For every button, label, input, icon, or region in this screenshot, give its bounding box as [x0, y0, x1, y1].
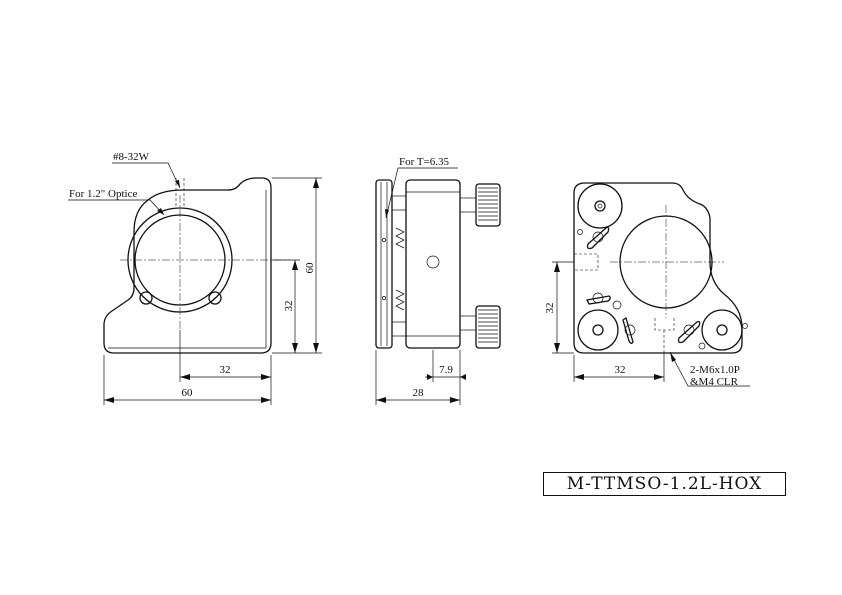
back-callout-mount-leader — [669, 351, 750, 387]
front-dim-height-center: 32 — [283, 301, 295, 312]
front-dim-60v-arrow-bottom — [313, 343, 319, 353]
back-dim-32h-arrow-right — [654, 374, 664, 380]
front-callout-optic-leader — [68, 199, 165, 216]
back-lever-middle — [586, 292, 611, 305]
side-callout-thickness: For T=6.35 — [399, 156, 450, 168]
back-hole-b — [612, 300, 622, 310]
back-dim-32h-arrow-left — [574, 374, 584, 380]
back-plate-outline — [573, 182, 743, 354]
side-front-plate-hole-bottom — [382, 296, 386, 300]
back-knob-top-left — [577, 183, 623, 229]
front-callout-thread-arrow — [175, 180, 180, 188]
front-dim-32h-arrow-left — [180, 374, 190, 380]
back-callout-mount-line1: 2-M6x1.0P — [690, 364, 740, 376]
front-callout-thread-leader — [112, 162, 181, 189]
back-callout-mount-line2: &M4 CLR — [690, 376, 739, 388]
back-view: 32 32 2-M6x1.0P &M4 CLR — [544, 182, 750, 388]
front-view: #8-32W For 1.2" Optice 60 32 32 60 — [68, 151, 322, 405]
front-dim-height-total: 60 — [304, 262, 316, 274]
front-dim-60h-arrow-right — [261, 397, 271, 403]
side-knob-top-knurl — [478, 187, 498, 221]
front-plate-outline — [103, 177, 272, 354]
back-knob-top-left-screw — [597, 203, 603, 209]
front-dim-32h-arrow-right — [261, 374, 271, 380]
side-spacer-bottom — [391, 321, 407, 337]
front-plate-inner-edge — [108, 190, 267, 349]
back-knob-bottom-right — [701, 309, 743, 351]
back-knob-bottom-right-hub — [716, 324, 728, 336]
front-callout-optic-arrow — [157, 208, 164, 215]
side-spring-bottom — [395, 289, 405, 311]
side-dim-79-arrow-right — [460, 374, 466, 380]
back-knob-bottom-left — [577, 309, 619, 351]
side-rear-plate-tap — [426, 255, 440, 269]
side-knob-bottom — [475, 305, 501, 349]
front-callout-thread: #8-32W — [113, 151, 150, 163]
side-dim-28-arrow-left — [376, 397, 386, 403]
side-spring-top — [395, 227, 405, 249]
front-callout-optic: For 1.2" Optice — [69, 188, 137, 200]
front-dim-width-total: 60 — [182, 387, 194, 399]
side-callout-thickness-leader — [385, 167, 458, 219]
front-dim-32v-arrow-bottom — [292, 343, 298, 353]
side-dim-knob-offset: 7.9 — [439, 364, 453, 376]
side-knob-bottom-shaft — [459, 315, 477, 331]
back-dim-height-center: 32 — [544, 303, 556, 314]
side-callout-thickness-arrow — [385, 209, 389, 218]
side-dim-depth: 28 — [413, 387, 425, 399]
side-dim-28-arrow-right — [450, 397, 460, 403]
front-dim-32v-arrow-top — [292, 260, 298, 270]
back-knob-bottom-left-hub — [592, 324, 604, 336]
part-number: M-TTMSO-1.2L-HOX — [566, 474, 763, 494]
side-rear-plate — [405, 179, 461, 349]
back-hole-d — [698, 342, 706, 350]
side-view: For T=6.35 7.9 28 — [375, 156, 501, 405]
front-dim-width-center: 32 — [220, 364, 231, 376]
back-hole-c — [742, 323, 748, 329]
front-dim-60h-arrow-left — [104, 397, 114, 403]
back-hidden-hole-left — [574, 253, 599, 271]
side-knob-bottom-knurl — [478, 309, 498, 343]
back-lever-right — [677, 320, 701, 344]
side-front-plate-hole-top — [382, 238, 386, 242]
back-lever-upper — [586, 226, 610, 250]
back-knob-top-left-hub — [594, 200, 606, 212]
back-dim-width-center: 32 — [615, 364, 626, 376]
back-dim-32v-arrow-bottom — [554, 343, 560, 353]
front-dim-60v-arrow-top — [313, 178, 319, 188]
front-hole-right — [208, 291, 222, 305]
back-hole-a — [577, 229, 583, 235]
front-hole-left — [139, 291, 153, 305]
side-dim-79-arrow-left — [427, 374, 433, 380]
side-spacer-top — [391, 195, 407, 211]
side-front-plate — [375, 179, 393, 349]
back-callout-mount-arrow — [670, 352, 676, 362]
side-knob-top — [475, 183, 501, 227]
back-dim-32v-arrow-top — [554, 262, 560, 272]
title-block: M-TTMSO-1.2L-HOX — [543, 472, 786, 496]
side-knob-top-shaft — [459, 197, 477, 213]
back-lever-lower-center — [622, 316, 636, 344]
back-hidden-hole-bottom — [654, 318, 675, 331]
